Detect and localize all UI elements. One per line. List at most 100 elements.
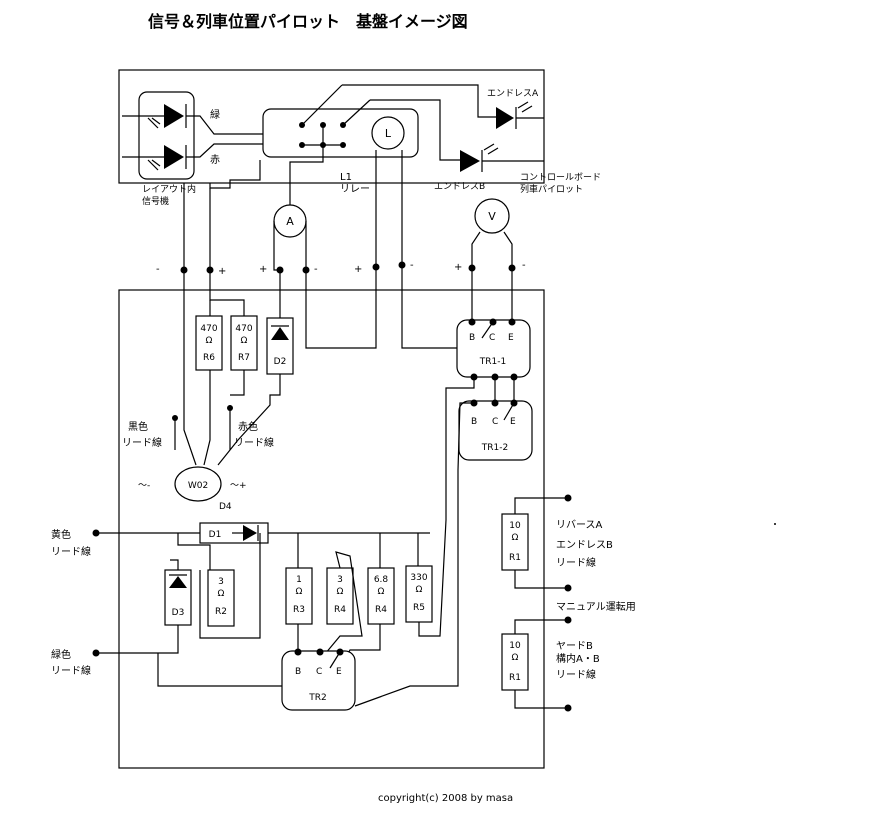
endless-a-label: エンドレスA (487, 89, 539, 99)
r4a-wire (319, 551, 363, 661)
r1-yard-wires (514, 619, 568, 709)
pol-1: - (156, 264, 160, 275)
manual-label: マニュアル運転用 (556, 601, 636, 613)
r3-unit: Ω (296, 587, 303, 597)
yard-terminal-bottom (564, 704, 572, 712)
yellow-lead-label-1: 黄色 (51, 528, 71, 541)
tr1-2-pin-b: B (471, 417, 477, 427)
r3-value: 1 (296, 575, 302, 585)
reverse-label-1: リバースA (556, 519, 602, 531)
r6-unit: Ω (206, 336, 213, 346)
tr2-pin-e: E (336, 667, 342, 677)
copyright: copyright(c) 2008 by masa (378, 793, 513, 804)
resistor-r5 (405, 565, 433, 623)
diode-d1-symbol (232, 525, 259, 541)
terminal-dots (180, 261, 516, 274)
pol-2: + (218, 266, 226, 277)
endless-a-led (496, 101, 544, 129)
top-panel (118, 69, 545, 184)
relay-label-relay: リレー (340, 184, 370, 195)
r5-wire (418, 519, 447, 637)
endless-b-label: エンドレスB (434, 182, 485, 192)
pol-3: + (259, 264, 267, 275)
pol-5: + (354, 264, 362, 275)
r1a-unit: Ω (512, 533, 519, 543)
green-lead-label-2: リード線 (51, 664, 91, 677)
signal-wires (122, 115, 300, 270)
r4b-unit: Ω (378, 587, 385, 597)
page-title: 信号＆列車位置パイロット 基盤イメージ図 (148, 12, 468, 31)
tr2-to-tr1-wire (354, 620, 459, 707)
red-lead-label-1: 赤色 (238, 420, 258, 433)
pol-8: - (522, 260, 526, 271)
bridge-ref: D4 (219, 502, 232, 512)
reverse-terminal-top (564, 494, 572, 502)
r1b-ref: R1 (509, 673, 521, 683)
endless-b-led (460, 143, 544, 172)
resistor-r4b (367, 567, 395, 625)
tr1-2-wire (457, 402, 474, 620)
main-board (118, 289, 545, 769)
black-lead-label-1: 黒色 (128, 420, 148, 433)
r1b-unit: Ω (512, 653, 519, 663)
r4b-value: 6.8 (374, 575, 389, 585)
layout-signal-label-2: 信号機 (142, 195, 169, 207)
bridge-name: W02 (188, 481, 208, 491)
r4a-ref: R4 (334, 605, 346, 615)
r2-ref: R2 (215, 607, 227, 617)
tr1-1-pin-b: B (469, 333, 475, 343)
yard-label-1: ヤードB (556, 641, 593, 652)
tr2-pin-c: C (316, 667, 322, 677)
tr2-label: TR2 (308, 693, 326, 703)
diode-d2-symbol (271, 325, 289, 340)
r2-unit: Ω (218, 589, 225, 599)
yard-label-3: リード線 (556, 668, 596, 681)
ammeter-label: A (286, 215, 294, 228)
pol-4: - (314, 264, 318, 275)
reverse-label-2: エンドレスB (556, 540, 613, 551)
tr1-link-wires (445, 377, 515, 520)
relay-coil (371, 116, 405, 150)
r1-reverse-wires (514, 497, 568, 589)
relay-coil-label: L (385, 127, 392, 140)
stray-dot (774, 523, 776, 525)
r3-ref: R3 (293, 605, 305, 615)
r1a-ref: R1 (509, 553, 521, 563)
reverse-label-3: リード線 (556, 556, 596, 569)
green-lead-label-1: 緑色 (51, 648, 71, 661)
tr2-pin-b: B (295, 667, 301, 677)
reverse-terminal-bottom (564, 584, 572, 592)
r5-value: 330 (410, 573, 427, 583)
r7-value: 470 (235, 324, 252, 334)
resistor-r6 (195, 315, 223, 371)
control-board-label-2: 列車パイロット (520, 183, 583, 195)
transistor-tr1-1 (456, 319, 531, 378)
r7-ref: R7 (238, 353, 250, 363)
r2-value: 3 (218, 577, 224, 587)
tr1-2-pin-e: E (510, 417, 516, 427)
d2-label: D2 (274, 357, 287, 367)
r5-unit: Ω (416, 585, 423, 595)
tr1-2-pin-c: C (492, 417, 498, 427)
relay-contacts (289, 84, 496, 210)
r5-ref: R5 (413, 603, 425, 613)
d1-wires (96, 532, 430, 570)
relay-label-l1: L1 (340, 172, 352, 183)
board-wires (183, 265, 513, 466)
r4b-ref: R4 (375, 605, 387, 615)
voltmeter (474, 198, 510, 234)
pol-7: + (454, 262, 462, 273)
r6-ref: R6 (203, 353, 215, 363)
r4a-value: 3 (337, 575, 343, 585)
signal-green-label: 緑 (210, 108, 220, 121)
red-lead-label-2: リード線 (234, 436, 274, 449)
black-lead-label-2: リード線 (122, 436, 162, 449)
resistor-r7 (230, 315, 258, 371)
r2-wire (199, 533, 261, 639)
diode-d3-symbol (169, 574, 187, 588)
red-lead-dot (227, 405, 233, 411)
tr1-2-pins (470, 399, 518, 421)
tr1-2-label: TR1-2 (481, 443, 508, 453)
tr1-1-pin-c: C (489, 333, 495, 343)
tr1-1-pin-e: E (508, 333, 514, 343)
